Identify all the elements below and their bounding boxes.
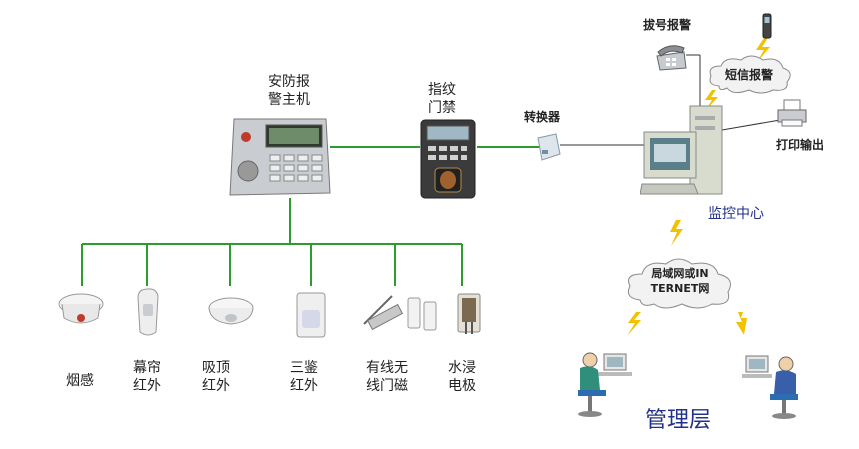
monitor-center-label: 监控中心 bbox=[708, 206, 764, 222]
lightning-bolt-icon bbox=[736, 312, 747, 335]
converter-icon bbox=[537, 133, 561, 161]
sensor-label-door-magnet: 有线无 线门磁 bbox=[366, 360, 408, 394]
management-label: 管理层 bbox=[644, 408, 711, 433]
sms-cloud-icon bbox=[709, 55, 791, 94]
sensor-label-curtain: 幕帘 红外 bbox=[133, 360, 161, 394]
desktop-computer-icon bbox=[640, 105, 723, 195]
converter-label: 转换器 bbox=[523, 110, 560, 124]
network-label: 局域网或IN TERNET网 bbox=[650, 267, 710, 295]
sensor-label-smoke: 烟感 bbox=[66, 373, 94, 389]
door-magnet-icon bbox=[363, 295, 437, 331]
lightning-bolt-icon bbox=[627, 312, 641, 336]
sensor-label-triple: 三鉴 红外 bbox=[290, 360, 318, 394]
sms-alarm-label: 短信报警 bbox=[724, 68, 773, 82]
sensor-label-ceiling: 吸顶 红外 bbox=[202, 360, 230, 394]
mobile-phone-icon bbox=[762, 13, 772, 39]
lightning-bolt-icon bbox=[670, 220, 683, 246]
dial-alarm-label: 拔号报警 bbox=[642, 18, 691, 32]
cloud-icon bbox=[627, 258, 731, 309]
smoke-detector-icon bbox=[58, 293, 104, 324]
print-output-label: 打印输出 bbox=[775, 138, 824, 152]
alarm-panel-label: 安防报 警主机 bbox=[268, 74, 310, 108]
sensor-label-water: 水浸 电极 bbox=[448, 360, 476, 394]
lightning-bolt-icon bbox=[756, 38, 770, 62]
curtain-infrared-icon bbox=[137, 288, 159, 336]
fingerprint-reader-icon bbox=[420, 119, 476, 199]
fingerprint-label: 指纹 门禁 bbox=[428, 82, 456, 116]
printer-icon bbox=[777, 99, 807, 127]
water-leak-sensor-icon bbox=[457, 293, 481, 334]
ceiling-infrared-icon bbox=[208, 297, 254, 325]
user-at-computer-icon bbox=[742, 355, 798, 419]
user-at-computer-icon bbox=[578, 352, 632, 417]
alarm-keypad-icon bbox=[229, 118, 331, 196]
lightning-bolt-icon bbox=[705, 90, 718, 110]
telephone-icon bbox=[656, 45, 687, 71]
triple-tech-infrared-icon bbox=[296, 292, 326, 338]
